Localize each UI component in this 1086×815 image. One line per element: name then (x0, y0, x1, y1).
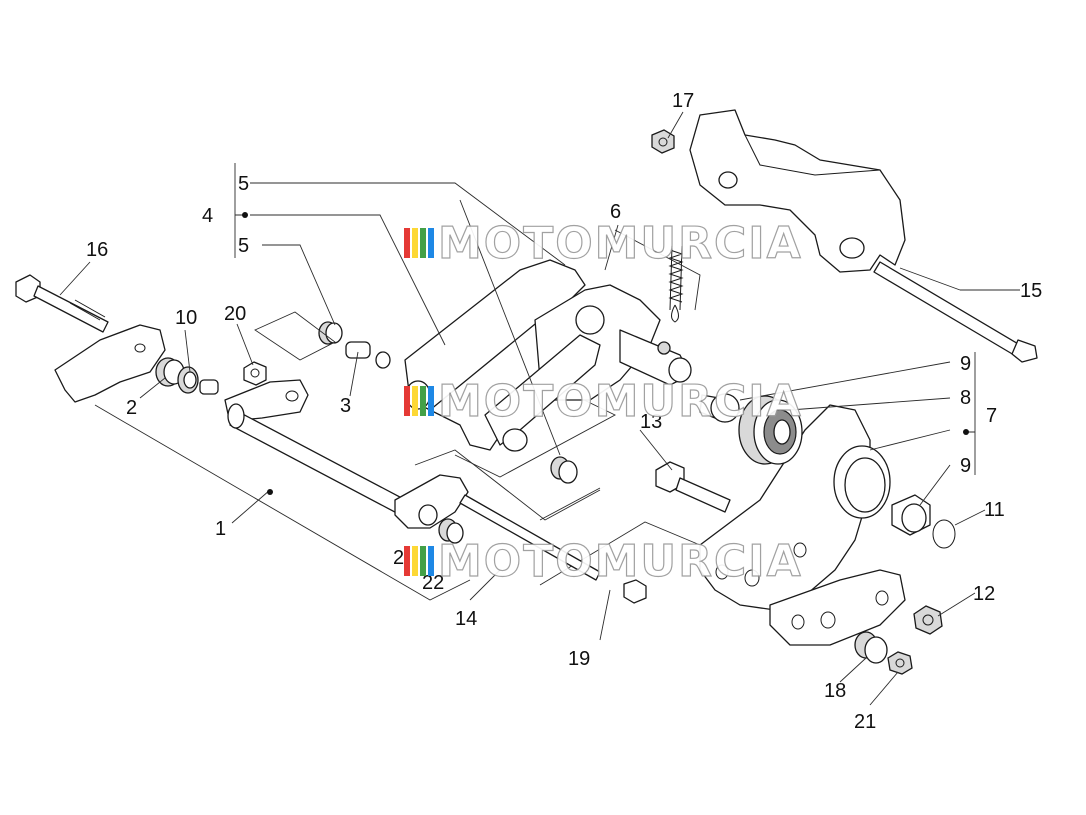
swing-link-assembly (404, 259, 692, 452)
frame-bracket-part (689, 109, 906, 273)
callout-14: 14 (455, 608, 477, 630)
callout-15: 15 (1020, 280, 1042, 302)
pin-3 (345, 341, 391, 369)
nut-21 (887, 651, 913, 675)
callout-9-upper: 9 (960, 353, 971, 375)
engine-mount-arm-7 (699, 404, 906, 646)
swingarm-shaft-1 (224, 379, 469, 529)
kit-dot-7 (963, 429, 969, 435)
svg-text:MOTOMURCIA: MOTOMURCIA (438, 376, 803, 427)
nut-20 (243, 361, 267, 386)
callout-7: 7 (986, 405, 997, 427)
callout-22: 22 (422, 572, 444, 594)
callout-4: 4 (202, 205, 213, 227)
kit-dot-1 (267, 489, 273, 495)
bushing-18 (854, 631, 888, 664)
spring-6 (668, 245, 684, 323)
bolt-14 (459, 494, 601, 581)
bolt-13 (655, 461, 731, 513)
callout-2-lower: 2 (393, 547, 404, 569)
bushing-9-upper (699, 393, 741, 423)
callout-10: 10 (175, 307, 197, 329)
callout-1: 1 (215, 518, 226, 540)
watermark-1: MOTOMURCIA (404, 217, 803, 270)
leader-lines (59, 111, 1020, 706)
left-bracket-plate (54, 324, 166, 403)
kit-dot-4 (242, 212, 248, 218)
callout-2: 2 (126, 397, 137, 419)
callout-5-lower: 5 (238, 235, 249, 257)
silentblock-8 (738, 395, 803, 465)
callout-16: 16 (86, 239, 108, 261)
nut-12 (913, 605, 943, 635)
bushing-22 (438, 518, 464, 544)
bushing-9-lower (891, 494, 931, 536)
seal-10 (177, 366, 199, 394)
callout-8: 8 (960, 387, 971, 409)
nut-17 (651, 129, 675, 154)
svg-text:MOTOMURCIA: MOTOMURCIA (438, 536, 803, 587)
bushing-lower (550, 456, 578, 484)
callout-11: 11 (984, 499, 1005, 521)
callout-19: 19 (568, 648, 590, 670)
callout-labels: 17 5 4 5 6 16 15 10 20 9 3 8 2 7 13 9 11… (86, 90, 1042, 733)
callout-12: 12 (973, 583, 995, 605)
svg-text:MOTOMURCIA: MOTOMURCIA (438, 218, 803, 269)
callout-9-lower: 9 (960, 455, 971, 477)
callout-5-upper: 5 (238, 173, 249, 195)
callout-6: 6 (610, 201, 621, 223)
bolt-19 (623, 579, 647, 604)
pin-10b (199, 379, 219, 395)
bolt-15 (873, 261, 1038, 363)
watermark-2: MOTOMURCIA (404, 375, 803, 428)
callout-18: 18 (824, 680, 846, 702)
callout-13: 13 (640, 411, 662, 433)
callout-17: 17 (672, 90, 694, 112)
circlip-11 (932, 519, 956, 549)
callout-21: 21 (854, 711, 876, 733)
bolt-16 (15, 274, 109, 333)
watermark-3: MOTOMURCIA (404, 535, 803, 588)
callout-20: 20 (224, 303, 246, 325)
callout-3: 3 (340, 395, 351, 417)
